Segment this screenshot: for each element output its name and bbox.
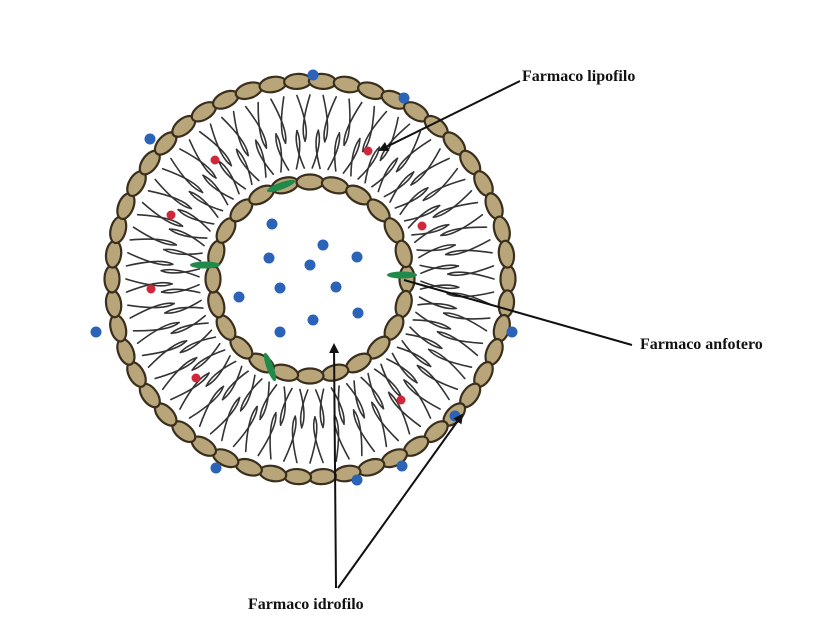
hydrophilic-drug-surface bbox=[399, 93, 410, 104]
hydrophilic-drug-core bbox=[353, 308, 364, 319]
phospholipid-head-inner bbox=[297, 369, 324, 384]
phospholipid-head-outer bbox=[104, 240, 122, 269]
arrow-idrofilo-core bbox=[334, 345, 336, 588]
phospholipid-head-outer bbox=[258, 464, 287, 484]
lipophilic-drug-bilayer bbox=[418, 222, 427, 231]
label-farmaco-idrofilo: Farmaco idrofilo bbox=[248, 596, 364, 614]
phospholipid-head-outer bbox=[258, 75, 287, 95]
lipophilic-drug-bilayer bbox=[397, 396, 406, 405]
lipid-tail-inner bbox=[328, 133, 340, 170]
phospholipid-head-outer bbox=[497, 289, 515, 318]
lipophilic-drug-bilayer bbox=[192, 374, 201, 383]
phospholipid-head-outer bbox=[108, 215, 129, 245]
phospholipid-head-inner bbox=[206, 266, 221, 293]
pointer-arrows bbox=[334, 81, 632, 588]
lipid-tail-inner bbox=[420, 297, 457, 309]
phospholipid-head-outer bbox=[234, 79, 264, 102]
hydrophilic-drug-core bbox=[352, 252, 363, 263]
phospholipid-head-outer bbox=[108, 313, 129, 343]
lipid-tail-inner bbox=[419, 245, 455, 258]
hydrophilic-drug-surface bbox=[352, 475, 363, 486]
arrow-anfotero bbox=[404, 280, 632, 345]
lipophilic-drug-bilayer bbox=[364, 147, 373, 156]
label-farmaco-lipofilo: Farmaco lipofilo bbox=[522, 68, 635, 86]
phospholipid-head-outer bbox=[491, 215, 512, 245]
outer-leaflet-tails bbox=[126, 95, 494, 463]
hydrophilic-drug-surface bbox=[397, 461, 408, 472]
lipid-tail-outer bbox=[284, 416, 296, 461]
hydrophilic-drug-core bbox=[308, 315, 319, 326]
outer-leaflet-heads bbox=[104, 73, 515, 485]
lipid-tail-inner bbox=[331, 388, 344, 424]
hydrophilic-drug-surface bbox=[91, 327, 102, 338]
phospholipid-head-inner bbox=[206, 289, 227, 319]
phospholipid-head-outer bbox=[105, 266, 120, 293]
hydrophilic-drug-core bbox=[331, 282, 342, 293]
lipid-tail-outer bbox=[128, 253, 173, 265]
lipid-tail-inner bbox=[164, 249, 201, 261]
phospholipid-head-outer bbox=[104, 289, 122, 318]
hydrophilic-drug-surface bbox=[145, 134, 156, 145]
phospholipid-head-outer bbox=[284, 468, 312, 485]
lipophilic-drug-bilayer bbox=[167, 211, 176, 220]
phospholipid-head-outer bbox=[308, 468, 336, 485]
hydrophilic-drug-core bbox=[305, 260, 316, 271]
hydrophilic-drug-surface bbox=[507, 327, 518, 338]
arrow-idrofilo-surface bbox=[338, 415, 462, 588]
amphoteric-drug bbox=[190, 262, 220, 269]
hydrophilic-drug-core bbox=[275, 283, 286, 294]
hydrophilic-drug-surface bbox=[211, 463, 222, 474]
hydrophilic-drug-surface bbox=[308, 70, 319, 81]
phospholipid-head-outer bbox=[497, 240, 515, 269]
phospholipid-head-inner bbox=[393, 239, 414, 269]
inner-leaflet-heads bbox=[206, 175, 415, 384]
phospholipid-head-inner bbox=[400, 266, 415, 293]
hydrophilic-drug-core bbox=[264, 253, 275, 264]
hydrophilic-drug-core bbox=[275, 327, 286, 338]
hydrophilic-drug-core bbox=[318, 240, 329, 251]
lipid-tail-inner bbox=[165, 300, 201, 313]
phospholipid-head-outer bbox=[284, 73, 312, 90]
lipophilic-drug-bilayer bbox=[211, 156, 220, 165]
lipophilic-drug-bilayer bbox=[147, 285, 156, 294]
amphoteric-drug bbox=[387, 272, 417, 279]
lipid-tail-inner bbox=[276, 134, 289, 170]
label-farmaco-anfotero: Farmaco anfotero bbox=[640, 336, 763, 354]
phospholipid-head-outer bbox=[332, 75, 361, 95]
hydrophilic-drug-core bbox=[267, 219, 278, 230]
phospholipid-head-inner bbox=[297, 175, 324, 190]
phospholipid-head-outer bbox=[356, 456, 386, 479]
phospholipid-head-outer bbox=[501, 266, 516, 293]
hydrophilic-drug-core bbox=[234, 292, 245, 303]
lipid-tail-outer bbox=[324, 97, 336, 142]
lipid-tail-inner bbox=[280, 389, 292, 426]
